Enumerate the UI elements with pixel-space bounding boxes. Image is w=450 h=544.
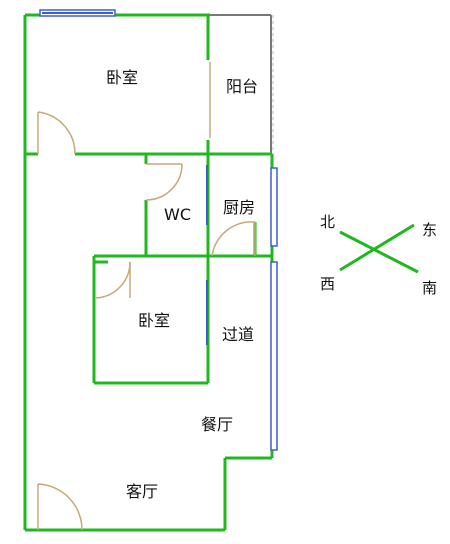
room-label-balcony: 阳台 [226,77,258,96]
compass-line-sw-ne [339,223,415,272]
room-label-wc: WC [164,205,191,224]
walls [23,13,274,532]
compass: 北 东 西 南 [320,213,437,297]
room-label-bedroom-mid: 卧室 [138,311,170,330]
room-label-dining: 餐厅 [201,415,233,434]
compass-north: 北 [320,213,335,231]
room-label-kitchen: 厨房 [223,198,255,217]
windows [39,9,278,451]
doors [37,62,256,531]
room-label-corridor: 过道 [222,325,254,344]
compass-line-nw-se [339,230,419,274]
compass-west: 西 [320,275,335,293]
balcony-outline [208,14,274,154]
compass-south: 南 [422,279,437,297]
room-label-living: 客厅 [126,482,158,501]
room-label-bedroom-top: 卧室 [106,68,138,87]
compass-east: 东 [422,221,437,239]
